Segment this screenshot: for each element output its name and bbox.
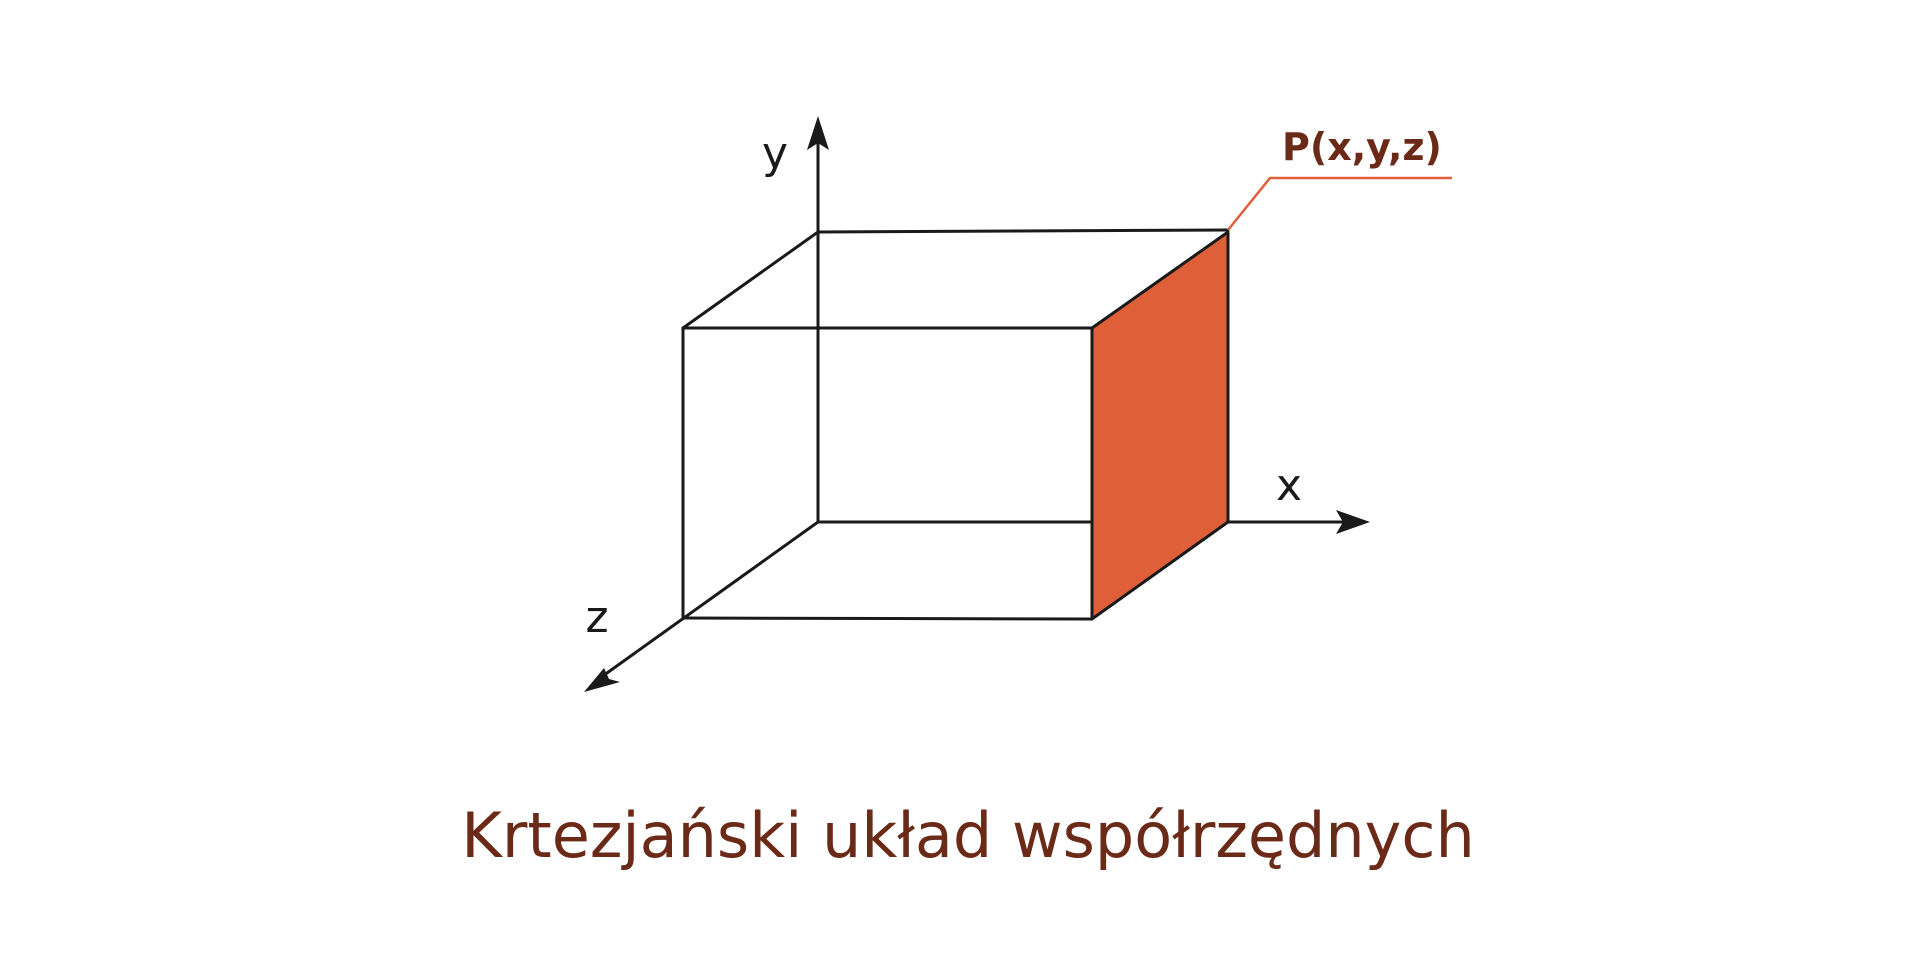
x-axis-label: x (1276, 460, 1302, 511)
z-axis-line (598, 520, 820, 680)
point-label: P(x,y,z) (1282, 125, 1442, 169)
axes (598, 138, 1347, 680)
z-axis-label: z (585, 592, 608, 643)
x-axis-arrowhead (1336, 510, 1370, 534)
z-axis-arrowhead (584, 668, 620, 692)
front-bottom-edge (681, 616, 1094, 621)
y-axis-label: y (762, 128, 788, 179)
back-top-edge (816, 228, 1230, 234)
point-leader-line (1227, 176, 1452, 231)
diagram-caption: Krtezjański układ współrzędnych (461, 799, 1475, 872)
box-edges (681, 228, 1230, 621)
y-axis-arrowhead (807, 116, 829, 150)
highlighted-face (1090, 230, 1230, 621)
top-left-depth-edge (681, 230, 820, 330)
